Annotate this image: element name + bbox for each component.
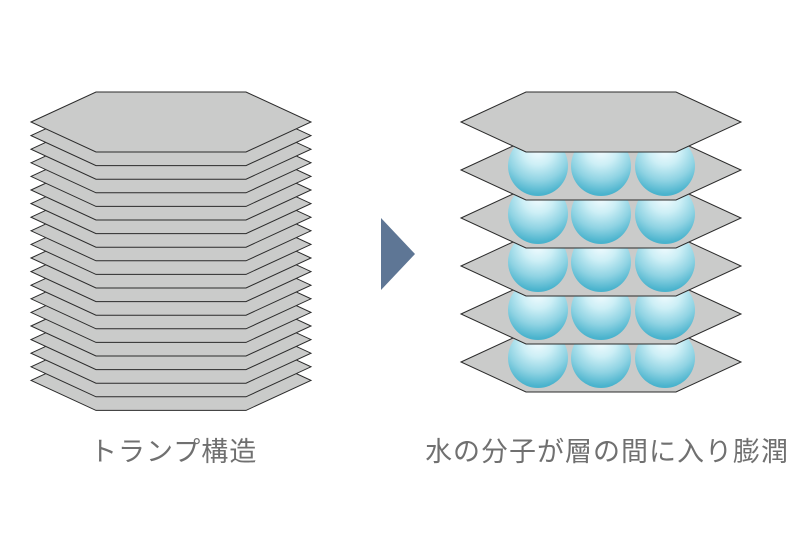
caption-card-structure: トランプ構造 (90, 437, 258, 468)
caption-water-swelling: 水の分子が層の間に入り膨潤 (425, 437, 789, 468)
card-structure-stack (29, 91, 313, 411)
layer-plate (459, 91, 743, 153)
layer-plate (29, 91, 313, 153)
transition-arrow-icon (381, 218, 415, 290)
swollen-layer-stack (459, 91, 743, 393)
